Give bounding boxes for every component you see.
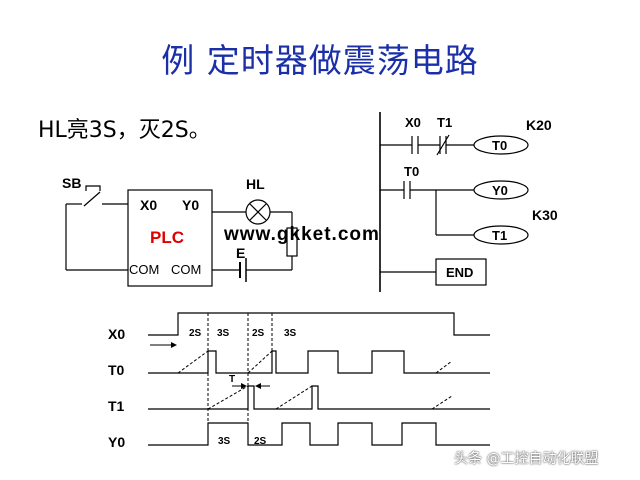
y0-interval-label: 3S xyxy=(218,436,231,447)
x0-interval-label: 3S xyxy=(217,328,230,339)
e-label: E xyxy=(236,245,245,261)
t0-ramp xyxy=(247,350,273,374)
ladder-x0-label: X0 xyxy=(405,115,421,130)
t1-ramp xyxy=(275,385,313,410)
sb-button-cap xyxy=(85,185,101,191)
x0-interval-label: 2S xyxy=(252,328,265,339)
t1-ramp xyxy=(207,385,249,410)
watermark: www.gkket.com xyxy=(224,224,380,245)
slide-title: 例 定时器做震荡电路 xyxy=(161,41,479,80)
y0-coil xyxy=(473,180,529,200)
t0-ramp xyxy=(435,360,453,374)
k30-label: K30 xyxy=(532,207,558,223)
plc-com1-label: COM xyxy=(129,262,159,277)
ladder-t1-coil-label: T1 xyxy=(492,228,507,243)
wiring-labels: SB HL E X0 Y0 PLC COM COM xyxy=(62,175,265,277)
x0-waveform xyxy=(148,312,490,336)
t1-waveform xyxy=(148,385,490,410)
end-label: END xyxy=(446,265,473,280)
ladder-t0-coil-label: T0 xyxy=(492,138,507,153)
x0-interval-label: 3S xyxy=(284,328,297,339)
y0-waveform xyxy=(148,422,490,446)
t-interval-label: T xyxy=(229,374,235,385)
plc-label: PLC xyxy=(150,228,184,247)
ladder-t1-contact-label: T1 xyxy=(437,115,452,130)
ladder-y0-coil-label: Y0 xyxy=(492,183,508,198)
hl-label: HL xyxy=(246,176,265,192)
ladder-labels: X0 T1 T0 K20 T0 Y0 K30 T1 END xyxy=(404,115,558,280)
wiring-diagram xyxy=(65,185,298,287)
sb-switch-blade xyxy=(83,191,101,207)
plc-box xyxy=(127,189,213,287)
subtitle: HL亮3S，灭2S。 xyxy=(38,118,211,143)
timing-t1-label: T1 xyxy=(108,398,125,414)
timing-t0-label: T0 xyxy=(108,362,125,378)
plc-y0-label: Y0 xyxy=(182,197,199,213)
k20-label: K20 xyxy=(526,117,552,133)
ladder-diagram xyxy=(379,112,529,292)
timing-x0-label: X0 xyxy=(108,326,125,342)
t1-coil xyxy=(473,225,529,245)
t1-ramp xyxy=(431,395,453,410)
t0-coil xyxy=(473,135,529,155)
end-box xyxy=(435,258,487,286)
x0-interval-label: 2S xyxy=(189,328,202,339)
timing-y0-label: Y0 xyxy=(108,434,125,450)
credit-label: 头条 @工控自动化联盟 xyxy=(454,451,599,467)
t0-waveform xyxy=(148,350,490,374)
timing-diagram: X0 T0 T1 Y0 xyxy=(108,312,490,450)
y0-interval-label: 2S xyxy=(254,436,267,447)
plc-com2-label: COM xyxy=(171,262,201,277)
sb-label: SB xyxy=(62,175,81,191)
ladder-t0-contact-label: T0 xyxy=(404,164,419,179)
t0-ramp xyxy=(177,350,209,374)
plc-x0-label: X0 xyxy=(140,197,157,213)
